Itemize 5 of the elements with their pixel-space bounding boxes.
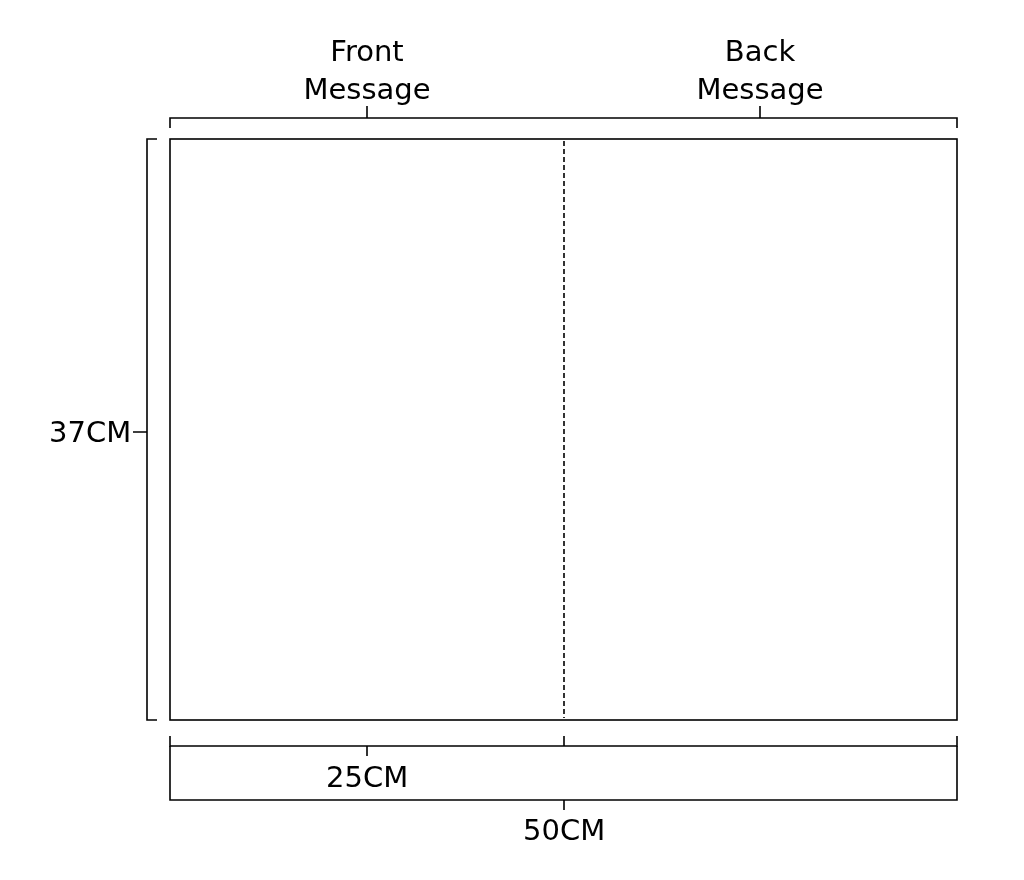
dimension-label: 50CM	[523, 812, 606, 849]
section-label: Front Message	[302, 33, 432, 108]
section-label: Back Message	[695, 33, 825, 108]
dimension-label: 25CM	[326, 759, 409, 796]
dimension-label: 37CM	[49, 414, 132, 451]
